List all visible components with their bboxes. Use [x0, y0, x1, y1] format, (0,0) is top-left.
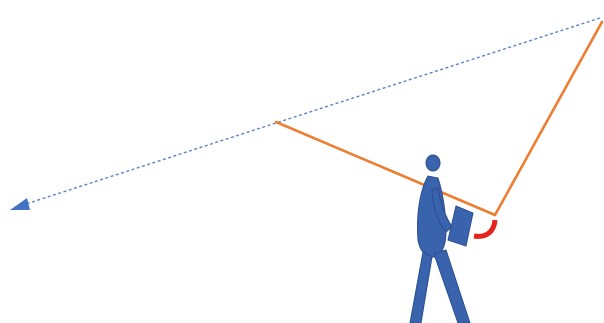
person-front-leg — [434, 250, 470, 323]
dashed-arrow-line — [10, 18, 600, 210]
person-figure-icon — [410, 155, 473, 323]
dashed-line — [26, 18, 600, 204]
triangle-right-side — [495, 22, 602, 215]
person-held-object — [448, 206, 473, 246]
person-back-leg — [410, 252, 432, 323]
triangle-left-side — [276, 122, 495, 215]
person-head — [426, 155, 440, 171]
angle-marker — [474, 220, 495, 236]
arrowhead — [10, 198, 30, 210]
